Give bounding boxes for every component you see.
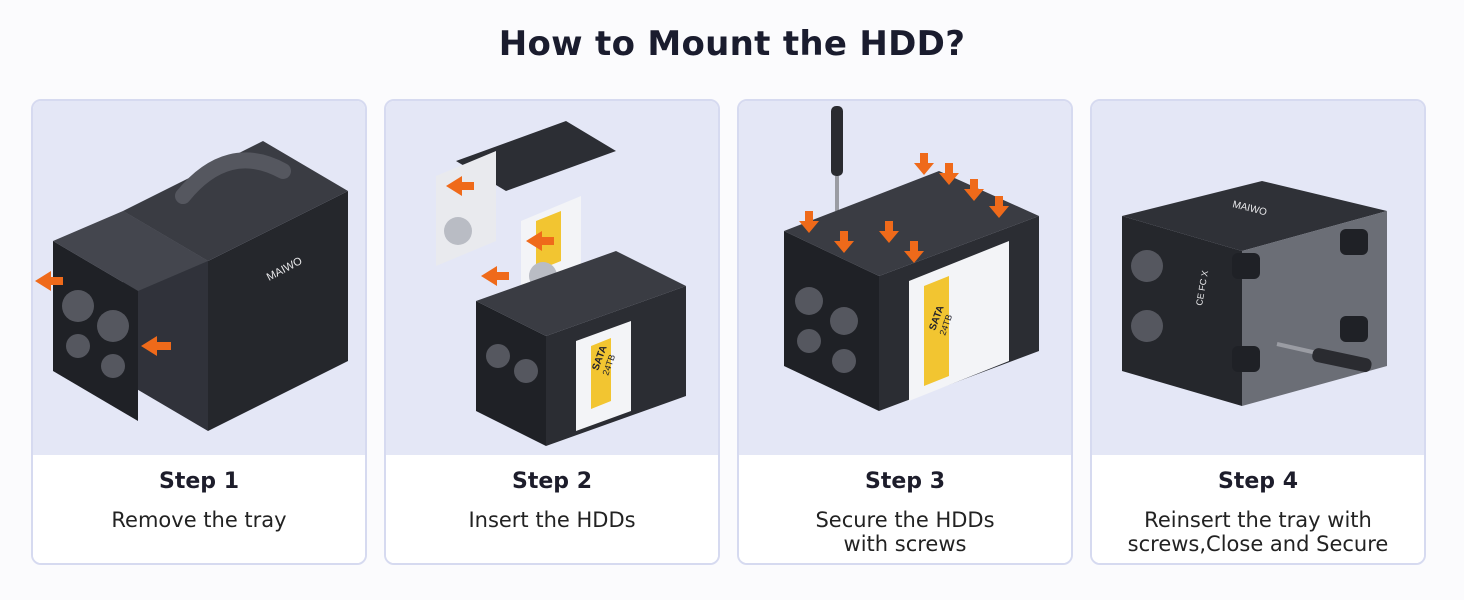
screwdriver-icon: SATA 24TB [784,106,1039,411]
step-3-title: Step 3 [865,469,945,494]
hdd-insert-icon: SATA 24TB [436,121,686,446]
page-title: How to Mount the HDD? [498,24,966,64]
step-3-caption: Step 3 Secure the HDDs with screws [739,455,1071,563]
enclosure-closed-icon: MAIWO CE FC X [1122,181,1387,406]
step-card-3: SATA 24TB Step [737,99,1073,565]
step-4-desc: Reinsert the tray with screws,Close and … [1127,508,1389,556]
step-1-title: Step 1 [159,469,239,494]
step-card-1: MAIWO Step 1 Remove the tray [31,99,367,565]
step-2-illustration: SATA 24TB [386,101,718,455]
step-2-title: Step 2 [512,469,592,494]
step-1-caption: Step 1 Remove the tray [33,455,365,563]
step-1-illustration: MAIWO [33,101,365,455]
step-4-caption: Step 4 Reinsert the tray with screws,Clo… [1092,455,1424,563]
step-3-desc: Secure the HDDs with screws [815,508,995,556]
step-card-2: SATA 24TB Step 2 Insert the HDDs [384,99,720,565]
step-3-illustration: SATA 24TB [739,101,1071,455]
step-2-caption: Step 2 Insert the HDDs [386,455,718,563]
step-card-4: MAIWO CE FC X Step 4 Reinsert the tray w… [1090,99,1426,565]
step-4-title: Step 4 [1218,469,1298,494]
step-1-desc: Remove the tray [111,508,287,532]
step-2-desc: Insert the HDDs [468,508,636,532]
step-4-illustration: MAIWO CE FC X [1092,101,1424,455]
enclosure-tray-icon: MAIWO [35,141,348,431]
